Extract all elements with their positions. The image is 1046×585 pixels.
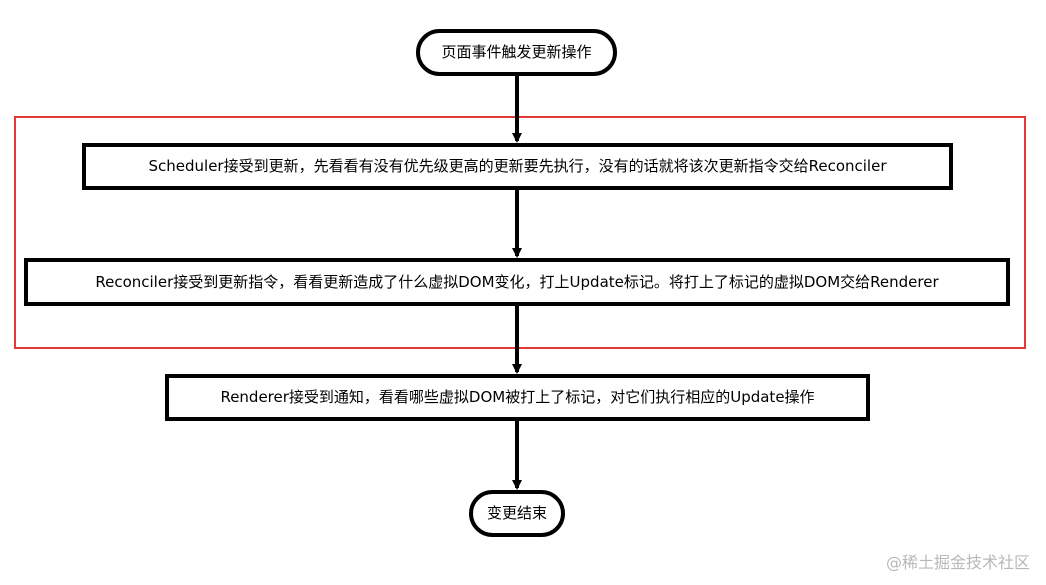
- highlight-group-frame: [14, 116, 1026, 349]
- flow-node-end-label: 变更结束: [486, 504, 547, 522]
- flow-node-start: 页面事件触发更新操作: [416, 29, 617, 76]
- flow-node-end: 变更结束: [469, 490, 565, 537]
- watermark-text: @稀土掘金技术社区: [885, 553, 1030, 572]
- flow-node-scheduler: Scheduler接受到更新，先看看有没有优先级更高的更新要先执行，没有的话就将…: [82, 143, 953, 190]
- flow-node-scheduler-label: Scheduler接受到更新，先看看有没有优先级更高的更新要先执行，没有的话就将…: [148, 157, 887, 175]
- flow-node-reconciler-label: Reconciler接受到更新指令，看看更新造成了什么虚拟DOM变化，打上Upd…: [95, 272, 939, 291]
- flow-node-reconciler: Reconciler接受到更新指令，看看更新造成了什么虚拟DOM变化，打上Upd…: [24, 258, 1010, 306]
- flow-node-start-label: 页面事件触发更新操作: [441, 43, 592, 61]
- flow-node-renderer-label: Renderer接受到通知，看看哪些虚拟DOM被打上了标记，对它们执行相应的Up…: [220, 388, 815, 406]
- flow-node-renderer: Renderer接受到通知，看看哪些虚拟DOM被打上了标记，对它们执行相应的Up…: [165, 374, 870, 421]
